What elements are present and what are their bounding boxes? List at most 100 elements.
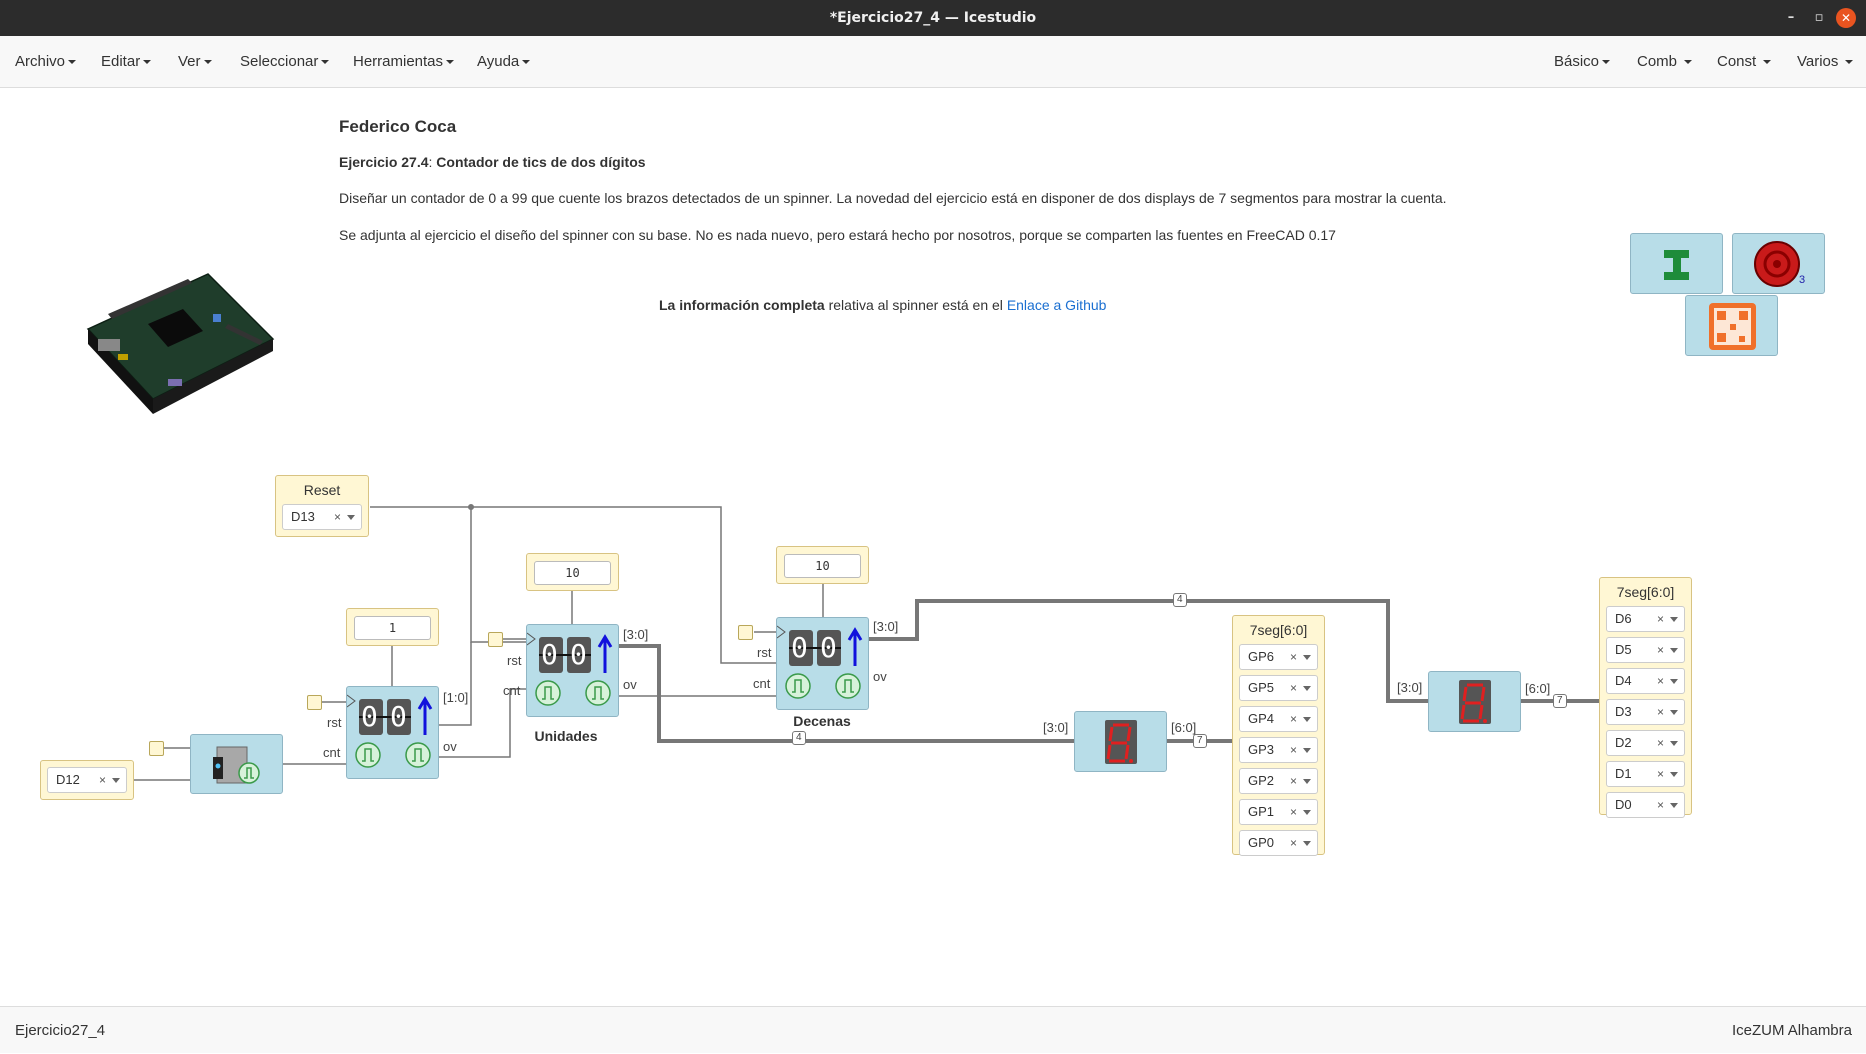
clear-icon[interactable]: × xyxy=(1289,712,1297,726)
pin-select[interactable]: GP6× xyxy=(1239,644,1318,670)
description-para-2: Se adjunta al ejercicio el diseño del sp… xyxy=(339,227,1336,243)
close-icon[interactable]: ✕ xyxy=(1836,8,1856,28)
logo-badge[interactable] xyxy=(1630,233,1723,294)
pin-value: D12 xyxy=(56,772,80,787)
counter-digit: 0 xyxy=(820,631,837,664)
tic-sensor-block[interactable] xyxy=(190,734,283,794)
pin-select[interactable]: GP3× xyxy=(1239,737,1318,763)
counter-digit: 0 xyxy=(361,700,378,733)
constant-value[interactable]: 10 xyxy=(784,554,861,578)
counter-block-tens[interactable]: 0 0 xyxy=(776,617,869,710)
output-block-gp[interactable]: 7seg[6:0] GP6× GP5× GP4× GP3× GP2× GP1× … xyxy=(1232,615,1325,856)
pin-select[interactable]: GP5 × xyxy=(1239,675,1318,701)
pin-select[interactable]: D12 × xyxy=(47,767,127,793)
constant-block[interactable]: 10 xyxy=(776,546,869,584)
counter-block-small[interactable]: 0 0 xyxy=(346,686,439,779)
menu-comb[interactable]: Comb xyxy=(1637,36,1693,88)
clear-icon[interactable]: × xyxy=(1656,612,1664,626)
pin-value: D1 xyxy=(1615,766,1632,781)
constant-block[interactable]: 10 xyxy=(526,553,619,591)
minimize-icon[interactable]: – xyxy=(1787,10,1795,25)
caret-down-icon xyxy=(522,60,531,65)
pin-select[interactable]: D13× xyxy=(282,504,362,530)
pin-label-cnt: cnt xyxy=(323,745,341,760)
pin-label-in: [3:0] xyxy=(1397,680,1423,695)
pin-select[interactable]: GP1× xyxy=(1239,799,1318,825)
constant-value[interactable]: 10 xyxy=(534,561,611,585)
menu-label: Varios xyxy=(1797,53,1839,70)
seven-seg-display-units[interactable] xyxy=(1074,711,1167,772)
menu-herramientas[interactable]: Herramientas xyxy=(353,36,455,88)
clear-icon[interactable]: × xyxy=(1656,674,1664,688)
clear-icon[interactable]: × xyxy=(1656,705,1664,719)
status-bar: Ejercicio27_4 IceZUM Alhambra xyxy=(0,1006,1866,1053)
menu-basico[interactable]: Básico xyxy=(1554,36,1611,88)
clear-icon[interactable]: × xyxy=(1289,774,1297,788)
clear-icon[interactable]: × xyxy=(1289,650,1297,664)
counter-icon xyxy=(526,632,613,706)
bus-width-label: 7 xyxy=(1553,694,1567,708)
pin-value: GP5 xyxy=(1248,680,1275,695)
clock-input-box[interactable] xyxy=(488,632,503,647)
pin-select[interactable]: D5× xyxy=(1606,637,1685,663)
pin-select[interactable]: GP4× xyxy=(1239,706,1318,732)
clear-icon[interactable]: × xyxy=(98,773,106,787)
dropdown-arrow-icon xyxy=(1303,717,1311,722)
pin-label-out: [6:0] xyxy=(1171,720,1197,735)
qr-badge[interactable] xyxy=(1685,295,1778,356)
window-titlebar: *Ejercicio27_4 — Icestudio – ▫ ✕ xyxy=(0,0,1866,36)
clear-icon[interactable]: × xyxy=(1656,643,1664,657)
pin-label-rst: rst xyxy=(327,715,342,730)
pin-label-out: [3:0] xyxy=(623,627,649,642)
menu-varios[interactable]: Varios xyxy=(1797,36,1854,88)
menu-ayuda[interactable]: Ayuda xyxy=(477,36,531,88)
clear-icon[interactable]: × xyxy=(1289,681,1297,695)
usb-port xyxy=(98,339,120,351)
menu-archivo[interactable]: Archivo xyxy=(15,36,77,88)
clear-icon[interactable]: × xyxy=(1289,743,1297,757)
clear-icon[interactable]: × xyxy=(333,510,341,524)
clear-icon[interactable]: × xyxy=(1656,767,1664,781)
maximize-icon[interactable]: ▫ xyxy=(1814,10,1824,25)
window-title: *Ejercicio27_4 — Icestudio xyxy=(829,10,1037,26)
dropdown-arrow-icon xyxy=(1670,679,1678,684)
pin-label-rst: rst xyxy=(757,645,772,660)
clear-icon[interactable]: × xyxy=(1656,798,1664,812)
menu-seleccionar[interactable]: Seleccionar xyxy=(240,36,330,88)
menu-ver[interactable]: Ver xyxy=(178,36,212,88)
pin-label-cnt: cnt xyxy=(753,676,771,691)
pin-select[interactable]: D3× xyxy=(1606,699,1685,725)
clear-icon[interactable]: × xyxy=(1656,736,1664,750)
constant-value[interactable]: 1 xyxy=(354,616,431,640)
pin-select[interactable]: D2× xyxy=(1606,730,1685,756)
pin-select[interactable]: D4× xyxy=(1606,668,1685,694)
design-canvas[interactable]: Federico Coca Ejercicio 27.4: Contador d… xyxy=(0,89,1866,1006)
caret-down-icon xyxy=(1602,60,1611,65)
reset-to-units-wire xyxy=(470,507,526,643)
github-link[interactable]: Enlace a Github xyxy=(1006,297,1107,313)
sensor-input-block[interactable]: D12 × xyxy=(40,760,134,800)
pin-select[interactable]: GP0 × xyxy=(1239,830,1318,856)
pin-value: GP0 xyxy=(1248,835,1275,850)
caret-down-icon xyxy=(203,60,212,65)
pin-select[interactable]: GP2× xyxy=(1239,768,1318,794)
reset-input-block[interactable]: Reset D13× xyxy=(275,475,369,537)
clock-input-box[interactable] xyxy=(149,741,164,756)
counter-block-units[interactable]: 0 0 xyxy=(526,624,619,717)
output-block-d[interactable]: 7seg[6:0] D6× D5× D4× D3× D2× D1× D0× xyxy=(1599,577,1692,818)
clear-icon[interactable]: × xyxy=(1289,805,1297,819)
pin-select[interactable]: D6× xyxy=(1606,606,1685,632)
collection-badge[interactable]: 3 xyxy=(1732,233,1825,294)
constant-block[interactable]: 1 xyxy=(346,608,439,646)
counter-icon xyxy=(346,694,433,768)
pin-select[interactable]: D0× xyxy=(1606,792,1685,818)
menu-editar[interactable]: Editar xyxy=(101,36,152,88)
board-name[interactable]: IceZUM Alhambra xyxy=(1731,1022,1852,1039)
pin-select[interactable]: D1 × xyxy=(1606,761,1685,787)
clock-input-box[interactable] xyxy=(738,625,753,640)
clock-input-box[interactable] xyxy=(307,695,322,710)
project-name: Ejercicio27_4 xyxy=(15,1022,106,1039)
seven-seg-display-tens[interactable] xyxy=(1428,671,1521,732)
clear-icon[interactable]: × xyxy=(1289,836,1297,850)
menu-const[interactable]: Const xyxy=(1717,36,1772,88)
